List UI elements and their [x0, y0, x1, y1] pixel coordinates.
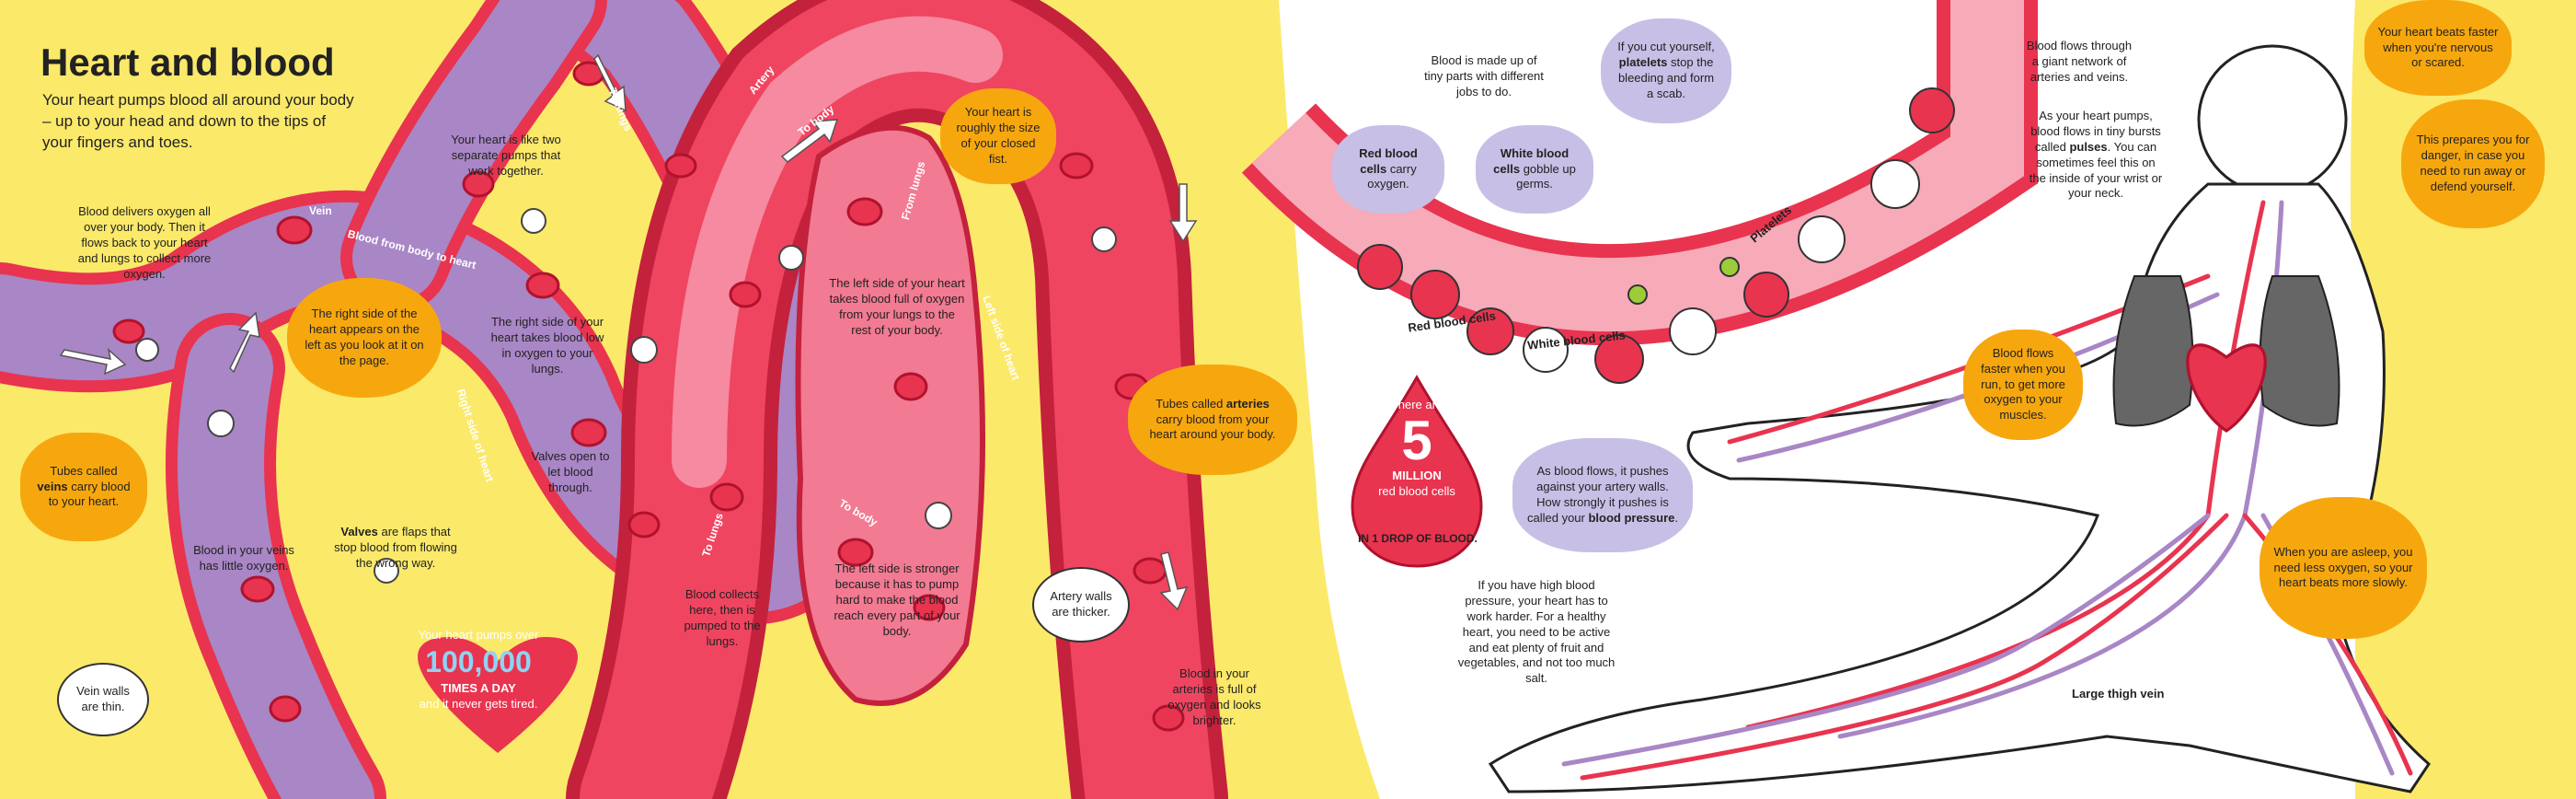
page-title: Heart and blood — [40, 41, 335, 84]
intro-text: Your heart pumps blood all around your b… — [42, 91, 354, 151]
made-up-text: Blood is made up of tiny parts with diff… — [1424, 53, 1544, 98]
valves-open-text: Valves open to let blood through. — [531, 449, 610, 494]
heart-size-bubble: Your heart is roughly the size of your c… — [940, 88, 1056, 184]
label-vein: Vein — [309, 204, 332, 217]
drop-stat: There are 5 MILLION red blood cells — [1378, 398, 1455, 498]
valves-text: Valves are flaps that stop blood from fl… — [334, 525, 457, 570]
drop-stat-caption: IN 1 DROP OF BLOOD. — [1358, 532, 1478, 545]
pulses-text: As your heart pumps, blood flows in tiny… — [2029, 109, 2163, 201]
closeup-cells — [1357, 87, 1955, 384]
heart-organ — [2186, 343, 2267, 433]
blood-pressure-bubble: As blood flows, it pushes against your a… — [1512, 438, 1693, 552]
flow-arrows — [59, 53, 1198, 611]
left-side-takes-blood-text: The left side of your heart takes blood … — [829, 276, 965, 337]
high-bp-text: If you have high blood pressure, your he… — [1457, 578, 1616, 686]
prepares-danger-bubble: This prepares you for danger, in case yo… — [2401, 99, 2545, 228]
beats-faster-bubble: Your heart beats faster when you're nerv… — [2364, 0, 2512, 96]
stat-heart-shape — [418, 637, 578, 753]
veins-little-oxygen-text: Blood in your veins has little oxygen. — [193, 543, 294, 573]
artery-walls-bubble: Artery walls are thicker. — [1032, 567, 1130, 643]
red-blood-cells — [112, 61, 1185, 732]
asleep-bubble: When you are asleep, you need less oxyge… — [2260, 497, 2427, 639]
white-blood-cells — [135, 208, 1117, 584]
blood-collects-text: Blood collects here, then is pumped to t… — [684, 587, 761, 648]
arteries-bubble: Tubes called arteries carry blood from y… — [1128, 365, 1297, 475]
flows-faster-bubble: Blood flows faster when you run, to get … — [1963, 330, 2083, 440]
arteries-full-oxygen-text: Blood in your arteries is full of oxygen… — [1167, 666, 1261, 727]
left-side-stronger-text: The left side is stronger because it has… — [834, 562, 960, 638]
artery-tube — [566, 0, 1228, 799]
network-text: Blood flows through a giant network of a… — [2026, 39, 2133, 84]
delivers-oxygen-text: Blood delivers oxygen all over your body… — [77, 204, 212, 281]
vein-walls-bubble: Vein walls are thin. — [57, 663, 149, 736]
veins-bubble: Tubes called veins carry blood to your h… — [20, 433, 147, 541]
blood-drop-shape — [1351, 374, 1483, 568]
two-pumps-text: Your heart is like two separate pumps th… — [451, 133, 561, 178]
lungs — [2112, 275, 2340, 427]
white-cells-bubble: White blood cells gobble up germs. — [1476, 125, 1593, 214]
heart-stat: Your heart pumps over 100,000 TIMES A DA… — [418, 628, 539, 712]
platelets-bubble: If you cut yourself, platelets stop the … — [1601, 18, 1731, 123]
right-side-takes-blood-text: The right side of your heart takes blood… — [490, 315, 604, 376]
red-cells-bubble: Red blood cells carry oxygen. — [1332, 125, 1444, 214]
right-side-bubble: The right side of the heart appears on t… — [287, 278, 442, 398]
label-large-thigh-vein: Large thigh vein — [2072, 687, 2165, 701]
